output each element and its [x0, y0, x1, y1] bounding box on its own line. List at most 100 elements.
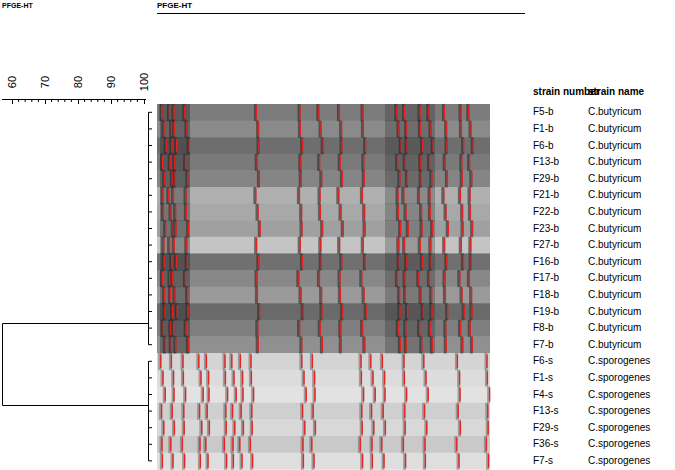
- band-marker: [419, 321, 420, 335]
- gel-band: [300, 220, 303, 237]
- band-marker: [227, 388, 228, 402]
- gel-band: [174, 253, 177, 270]
- scale-minor-tick: [130, 100, 131, 103]
- band-marker: [364, 205, 365, 219]
- strain-name: C.sporogenes: [588, 356, 650, 366]
- gel-band: [405, 170, 408, 187]
- band-marker: [401, 139, 402, 153]
- gel-band: [396, 237, 399, 254]
- gel-band: [173, 336, 176, 353]
- gel-band: [424, 419, 427, 436]
- gel-band: [223, 403, 226, 420]
- band-marker: [459, 371, 460, 385]
- gel-band: [205, 403, 208, 420]
- gel-band: [312, 453, 315, 470]
- band-marker: [471, 255, 472, 269]
- strain-name: C.sporogenes: [588, 456, 650, 466]
- gel-band: [170, 403, 173, 420]
- gel-band: [401, 187, 404, 204]
- gel-band: [160, 453, 163, 470]
- band-marker: [425, 371, 426, 385]
- band-marker: [256, 238, 257, 252]
- gel-band: [160, 270, 163, 287]
- band-marker: [200, 371, 201, 385]
- gel-smear: [160, 303, 190, 320]
- gel-smear: [385, 320, 435, 337]
- gel-band: [338, 270, 341, 287]
- gel-band: [361, 104, 364, 121]
- band-marker: [430, 122, 431, 136]
- gel-band: [298, 237, 301, 254]
- band-marker: [299, 189, 300, 203]
- band-marker: [405, 454, 406, 468]
- band-marker: [255, 189, 256, 203]
- band-marker: [231, 355, 232, 369]
- gel-band: [181, 370, 184, 387]
- band-marker: [251, 371, 252, 385]
- gel-smear: [385, 154, 435, 171]
- band-marker: [163, 122, 164, 136]
- gel-band: [163, 303, 166, 320]
- strain-number: F13-s: [533, 406, 559, 416]
- band-marker: [443, 189, 444, 203]
- band-marker: [472, 222, 473, 236]
- gel-band: [429, 170, 432, 187]
- gel-band: [256, 121, 259, 138]
- scale-tick: [144, 100, 145, 105]
- band-marker: [463, 139, 464, 153]
- band-marker: [445, 288, 446, 302]
- gel-band: [443, 320, 446, 337]
- band-marker: [162, 189, 163, 203]
- gel-band: [420, 253, 423, 270]
- gel-band: [299, 204, 302, 221]
- gel-band: [339, 121, 342, 138]
- band-marker: [421, 338, 422, 352]
- gel-band: [338, 320, 341, 337]
- gel-band: [457, 270, 460, 287]
- band-marker: [163, 205, 164, 219]
- leaf-tick: [149, 344, 153, 345]
- gel-band: [399, 137, 402, 154]
- strain-number: F36-s: [533, 439, 559, 449]
- band-marker: [398, 321, 399, 335]
- gel-band: [313, 419, 316, 436]
- gel-smear: [385, 137, 435, 154]
- band-marker: [169, 155, 170, 169]
- gel-band: [320, 220, 323, 237]
- band-marker: [364, 222, 365, 236]
- gel-band: [311, 403, 314, 420]
- band-marker: [234, 421, 235, 435]
- gel-band: [361, 237, 364, 254]
- band-marker: [200, 454, 201, 468]
- gel-band: [172, 237, 175, 254]
- band-marker: [462, 205, 463, 219]
- strain-number: F29-s: [533, 423, 559, 433]
- band-marker: [403, 355, 404, 369]
- gel-band: [170, 303, 173, 320]
- gel-lane: [157, 220, 490, 237]
- band-marker: [257, 321, 258, 335]
- scale-minor-tick: [124, 100, 125, 103]
- gel-band: [336, 187, 339, 204]
- gel-band: [402, 403, 405, 420]
- gel-band: [257, 303, 260, 320]
- gel-band: [183, 386, 186, 403]
- gel-band: [168, 154, 171, 171]
- band-marker: [199, 404, 200, 418]
- band-marker: [172, 454, 173, 468]
- gel-band: [207, 386, 210, 403]
- root-stem: [2, 324, 3, 406]
- band-marker: [318, 106, 319, 120]
- gel-band: [444, 204, 447, 221]
- scale-minor-tick: [18, 100, 19, 103]
- band-marker: [209, 421, 210, 435]
- gel-band: [469, 287, 472, 304]
- gel-band: [340, 303, 343, 320]
- band-marker: [250, 355, 251, 369]
- scale-minor-tick: [51, 100, 52, 103]
- gel-band: [426, 104, 429, 121]
- band-marker: [198, 355, 199, 369]
- axis-tick-label: 100: [139, 73, 150, 91]
- band-marker: [188, 338, 189, 352]
- gel-band: [363, 220, 366, 237]
